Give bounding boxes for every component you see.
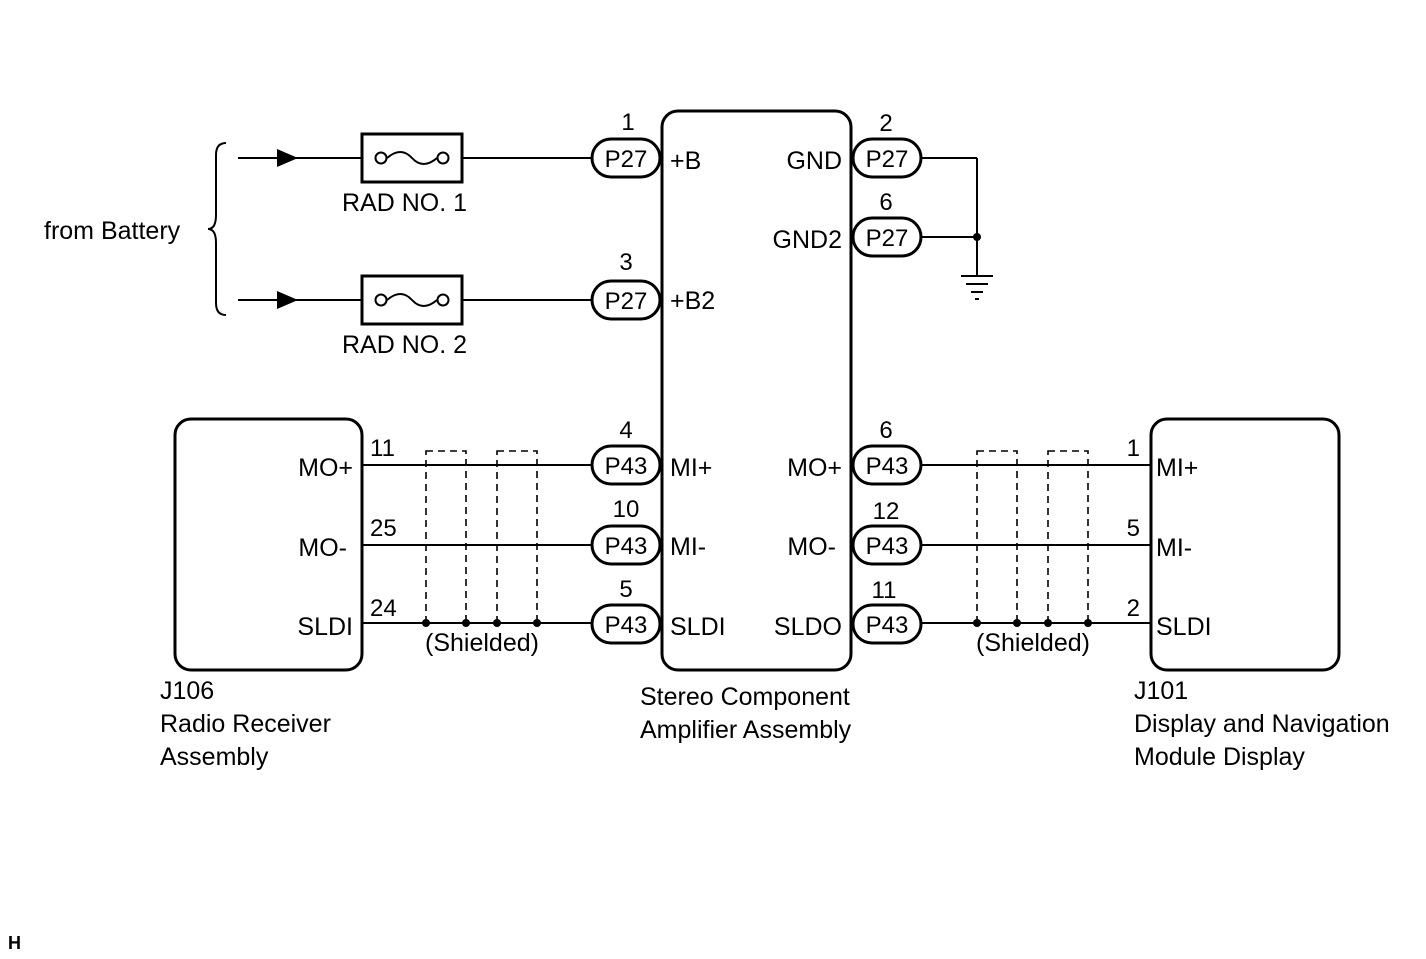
svg-text:MO+: MO+ (787, 454, 842, 482)
svg-text:P43: P43 (605, 612, 648, 639)
svg-text:SLDO: SLDO (774, 613, 842, 641)
svg-text:GND: GND (786, 147, 842, 175)
svg-text:+B2: +B2 (670, 287, 715, 315)
svg-text:25: 25 (370, 515, 397, 542)
ground-icon (961, 275, 993, 300)
svg-text:6: 6 (879, 189, 892, 216)
radio-terminal: SLDI 24 (297, 595, 592, 641)
svg-text:P27: P27 (866, 225, 909, 252)
svg-text:5: 5 (1127, 515, 1140, 542)
svg-text:+B: +B (670, 147, 701, 175)
radio-terminal: MO+ 11 (298, 435, 592, 482)
amp-right-terminal: 2 P27 GND (786, 110, 923, 179)
battery-label: from Battery (44, 217, 181, 245)
svg-text:5: 5 (619, 576, 632, 603)
svg-text:MI-: MI- (1156, 534, 1192, 562)
svg-text:GND2: GND2 (773, 226, 842, 254)
display-terminal: 1 MI+ (921, 435, 1198, 482)
svg-text:MI+: MI+ (1156, 454, 1198, 482)
svg-text:P43: P43 (866, 533, 909, 560)
svg-text:10: 10 (613, 496, 640, 523)
svg-text:MO-: MO- (298, 534, 347, 562)
svg-text:P43: P43 (866, 453, 909, 480)
shield-left: (Shielded) (422, 450, 541, 657)
svg-text:SLDI: SLDI (297, 613, 353, 641)
svg-text:11: 11 (872, 577, 897, 604)
svg-text:2: 2 (879, 110, 892, 137)
shield-label-left: (Shielded) (425, 629, 539, 657)
amplifier-box (660, 109, 853, 672)
svg-text:P27: P27 (866, 146, 909, 173)
radio-receiver-name-2: Assembly (160, 743, 269, 771)
arrow-icon (277, 291, 298, 309)
radio-receiver-name-1: Radio Receiver (160, 710, 331, 738)
radio-receiver-id: J106 (160, 677, 214, 705)
display-module-name-1: Display and Navigation (1134, 710, 1390, 738)
battery-brace (207, 142, 227, 316)
svg-text:24: 24 (370, 595, 397, 622)
display-terminal: 2 SLDI (921, 595, 1212, 641)
svg-text:SLDI: SLDI (670, 613, 726, 641)
fuse-label-1: RAD NO. 1 (342, 189, 467, 217)
svg-text:2: 2 (1127, 595, 1140, 622)
display-module-id: J101 (1134, 677, 1188, 705)
corner-mark: H (8, 933, 21, 953)
svg-text:P43: P43 (605, 533, 648, 560)
shield-label-right: (Shielded) (976, 629, 1090, 657)
arrow-icon (277, 149, 298, 167)
amp-left-terminal: 4 P43 MI+ (590, 417, 712, 486)
shield-right: (Shielded) (973, 450, 1092, 657)
amp-right-terminal: 6 P43 MO+ (787, 417, 923, 486)
svg-text:11: 11 (370, 435, 395, 462)
svg-text:1: 1 (621, 109, 634, 136)
svg-text:4: 4 (619, 417, 632, 444)
ground-wiring (921, 157, 981, 276)
svg-text:MO+: MO+ (298, 454, 353, 482)
svg-text:MI-: MI- (670, 533, 706, 561)
svg-text:P43: P43 (866, 612, 909, 639)
svg-text:12: 12 (873, 498, 900, 525)
amp-left-terminal: 1 P27 +B (590, 109, 701, 179)
svg-text:P43: P43 (605, 453, 648, 480)
amp-right-terminal: 11 P43 SLDO (774, 577, 923, 645)
amp-left-terminal: 3 P27 +B2 (590, 249, 715, 321)
display-terminal: 5 MI- (921, 515, 1192, 562)
radio-terminal: MO- 25 (298, 515, 592, 562)
svg-text:MI+: MI+ (670, 454, 712, 482)
svg-text:MO-: MO- (787, 533, 836, 561)
svg-text:P27: P27 (605, 146, 648, 173)
svg-text:SLDI: SLDI (1156, 613, 1212, 641)
svg-text:1: 1 (1127, 435, 1140, 462)
amplifier-caption-1: Stereo Component (640, 683, 850, 711)
svg-text:3: 3 (619, 249, 632, 276)
display-module-name-2: Module Display (1134, 743, 1305, 771)
svg-text:P27: P27 (605, 288, 648, 315)
amp-right-terminal: 6 P27 GND2 (773, 189, 923, 258)
amplifier-caption-2: Amplifier Assembly (640, 716, 852, 744)
fuse-label-2: RAD NO. 2 (342, 331, 467, 359)
svg-text:6: 6 (879, 417, 892, 444)
